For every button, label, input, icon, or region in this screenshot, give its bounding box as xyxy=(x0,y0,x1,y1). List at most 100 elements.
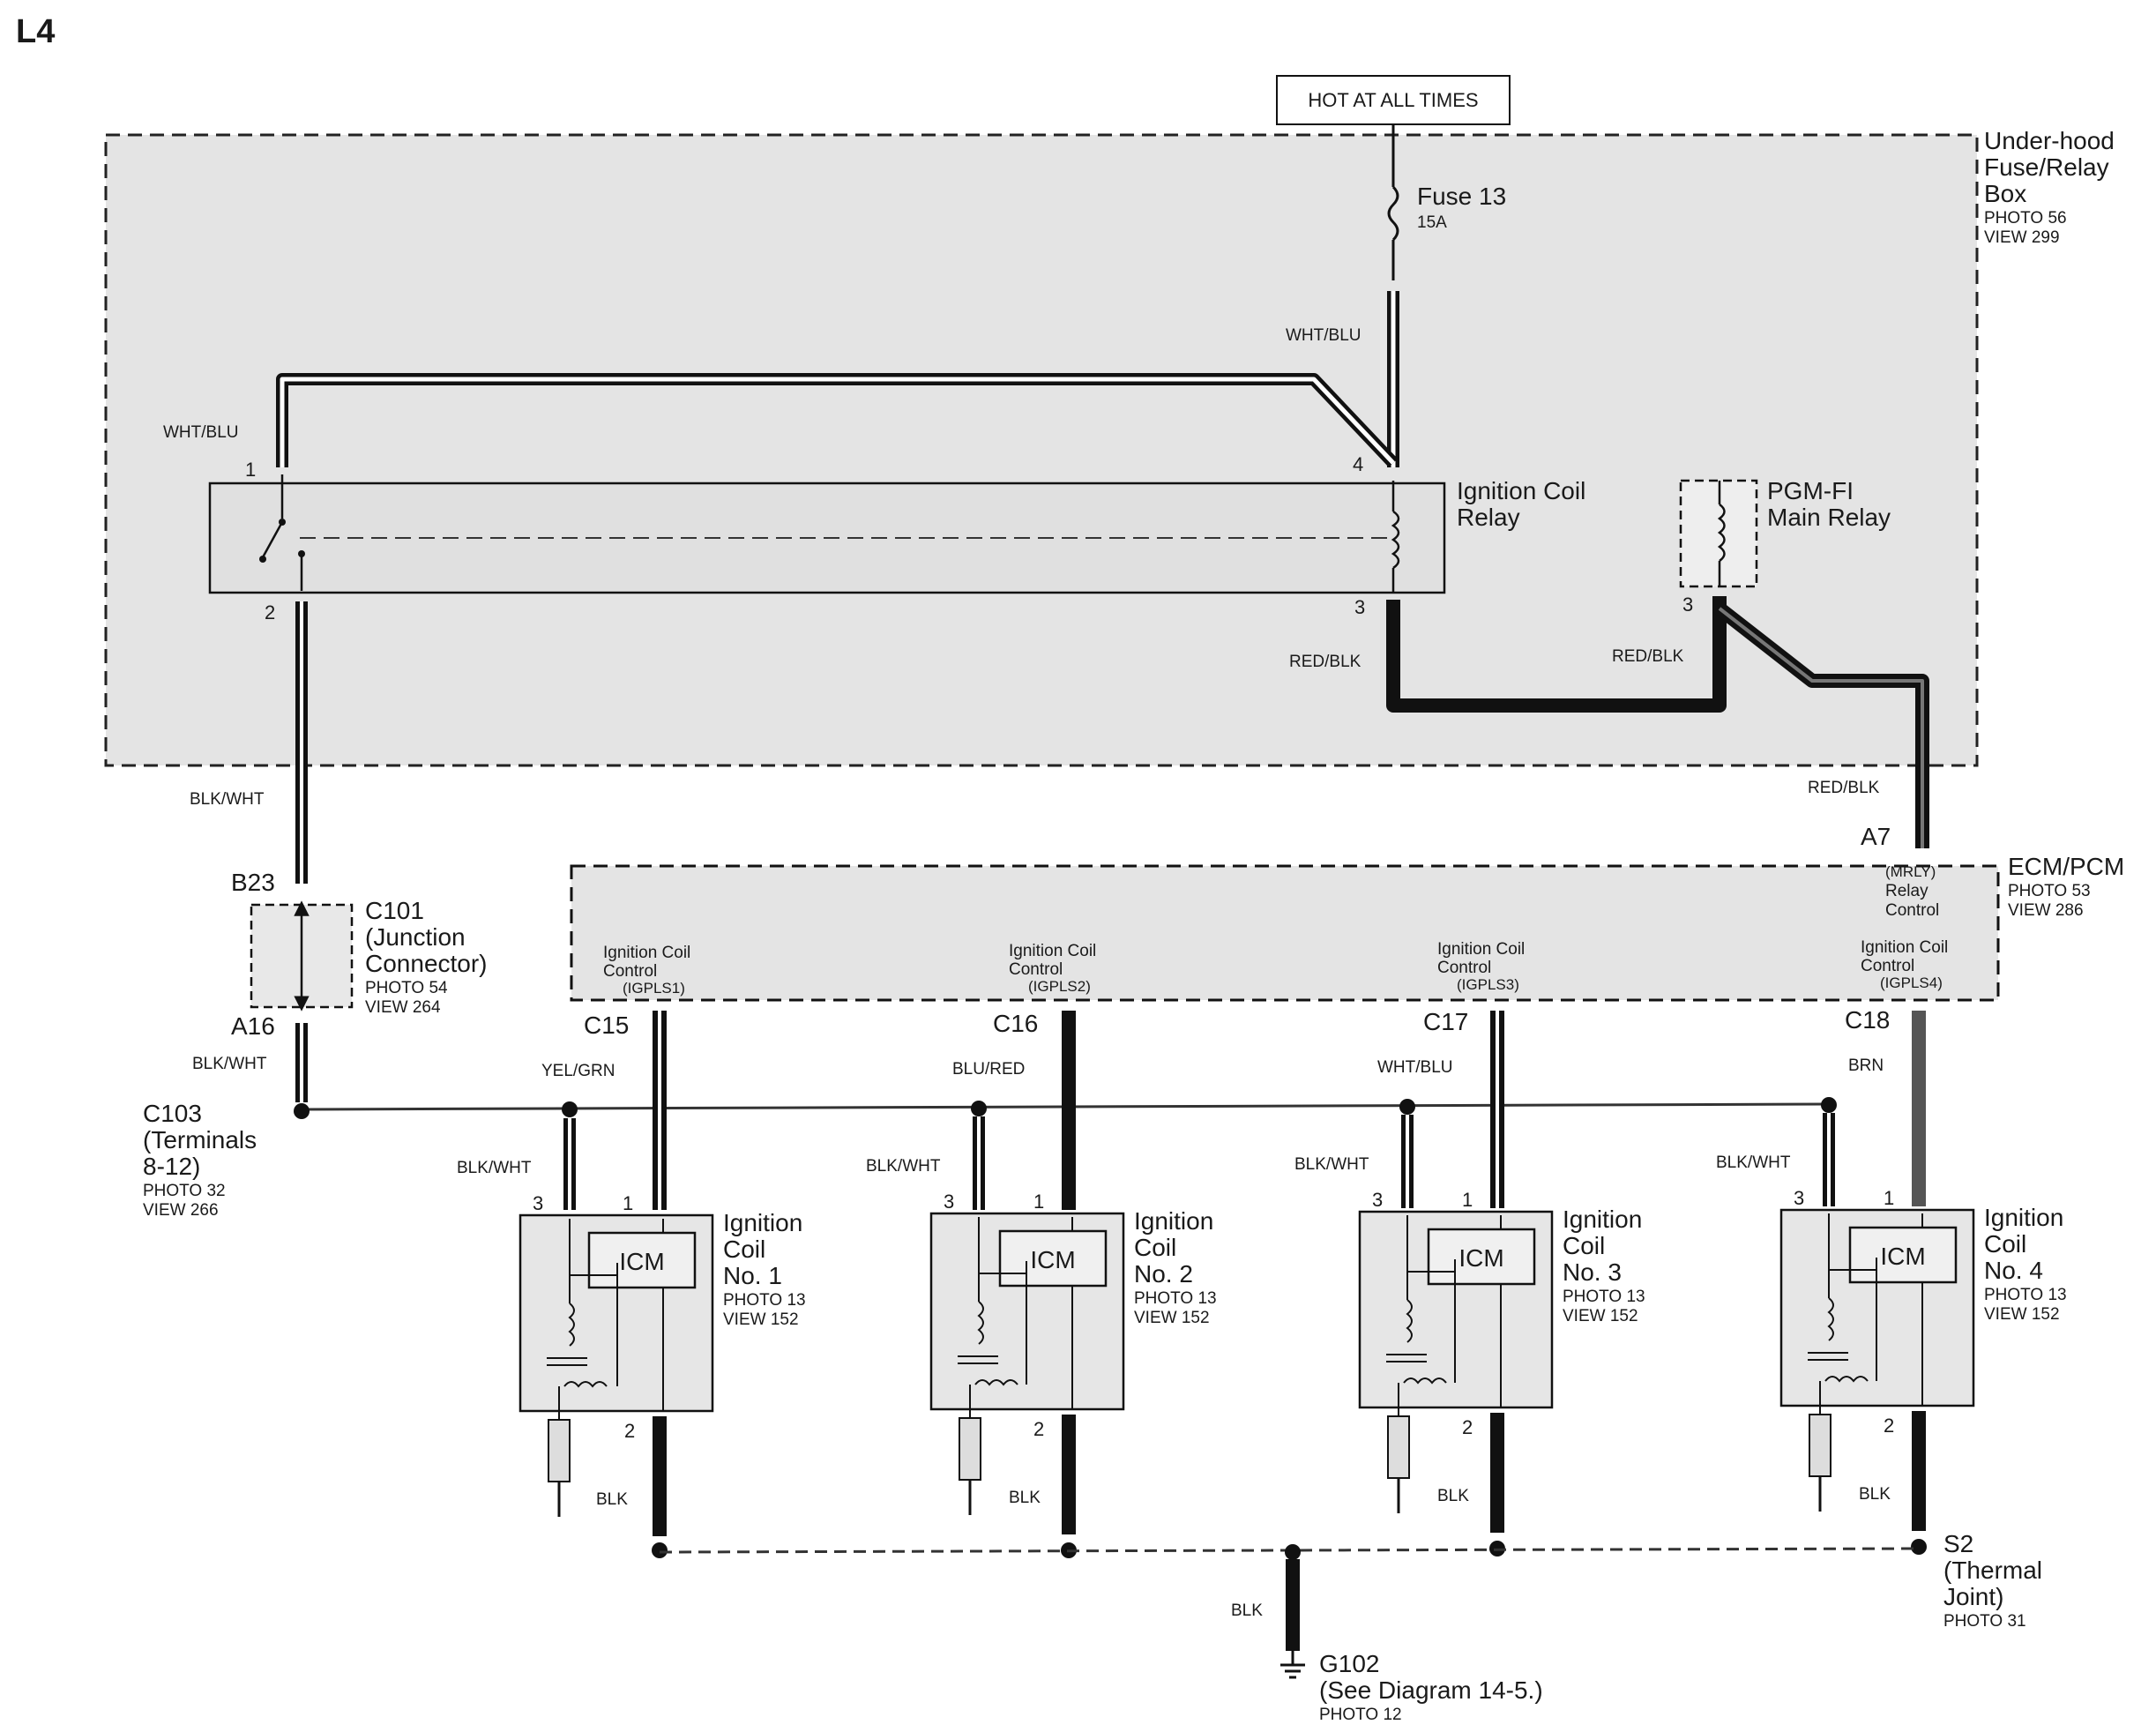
s2-thermal-joint: S2 (Thermal Joint) PHOTO 31 xyxy=(659,1530,2042,1631)
ecm-connector-c18: C18 xyxy=(1845,1006,1890,1034)
wire-label-relay-pin1: WHT/BLU xyxy=(163,423,239,442)
coil-4-view: VIEW 152 xyxy=(1984,1305,2060,1324)
pgm-relay-label-2: Main Relay xyxy=(1767,504,1891,531)
wire-label-fuse-out: WHT/BLU xyxy=(1286,326,1361,345)
ecm-control-4-line3: (IGPLS4) xyxy=(1880,974,1943,991)
g102-label-1: G102 xyxy=(1319,1650,1380,1677)
relay-label-2: Relay xyxy=(1457,504,1520,531)
relay-pin-4: 4 xyxy=(1353,453,1363,475)
c101-junction-connector: B23 A16 C101 (Junction Connector) PHOTO … xyxy=(231,869,488,1040)
coil-4-feed-wire: BLK/WHT xyxy=(1716,1153,1791,1172)
coil-4-module: ICM xyxy=(1880,1243,1925,1270)
ecm-control-1-line1: Ignition Coil xyxy=(603,944,690,962)
wire-label-c101-out: BLK/WHT xyxy=(192,1055,267,1073)
coil-4-pin-1: 1 xyxy=(1884,1187,1894,1209)
fuse-box-label-2: Fuse/Relay xyxy=(1984,153,2109,181)
fuse-rating: 15A xyxy=(1417,213,1447,232)
relay-pin-1: 1 xyxy=(245,459,256,481)
power-source: HOT AT ALL TIMES xyxy=(1276,75,1511,187)
relay-pin-3: 3 xyxy=(1354,596,1365,618)
relay-pin-2: 2 xyxy=(265,601,275,623)
g102-label-2: (See Diagram 14-5.) xyxy=(1319,1676,1543,1704)
ecm-connector-c15: C15 xyxy=(584,1012,629,1039)
c101-photo: PHOTO 54 xyxy=(365,979,448,997)
ecm-control-2-line3: (IGPLS2) xyxy=(1028,978,1091,995)
ecm-connector-c16: C16 xyxy=(993,1010,1038,1037)
ignition-coil-relay: Ignition Coil Relay 1 2 3 4 xyxy=(208,453,1585,623)
c103-view: VIEW 266 xyxy=(143,1201,219,1220)
coil-2-photo: PHOTO 13 xyxy=(1134,1289,1217,1308)
coil-4-pin-3: 3 xyxy=(1794,1187,1804,1209)
c101-pin-top: B23 xyxy=(231,869,275,896)
coil-4-photo: PHOTO 13 xyxy=(1984,1286,2067,1304)
s2-label-1: S2 xyxy=(1943,1530,1973,1557)
coil-1-pin-2: 2 xyxy=(624,1420,635,1442)
ecm-view: VIEW 286 xyxy=(2008,901,2084,920)
coil-2-label-1: Ignition xyxy=(1134,1207,1213,1235)
c101-pin-bottom: A16 xyxy=(231,1012,275,1040)
coil-3-label-1: Ignition xyxy=(1563,1206,1642,1233)
coil-2-label-2: Coil xyxy=(1134,1234,1176,1261)
coil-2-pin-1: 1 xyxy=(1033,1191,1044,1213)
fuse-box-view: VIEW 299 xyxy=(1984,228,2060,247)
c101-label-2: (Junction xyxy=(365,923,466,951)
coil-1-label-1: Ignition xyxy=(723,1209,802,1236)
coil-2-pin-2: 2 xyxy=(1033,1418,1044,1440)
coil-1-module: ICM xyxy=(619,1248,664,1275)
ecm-control-4-line1: Ignition Coil xyxy=(1861,938,1948,957)
coil-2-pin-3: 3 xyxy=(944,1191,954,1213)
wire-label-ctrl-4: BRN xyxy=(1848,1056,1884,1075)
power-source-label: HOT AT ALL TIMES xyxy=(1308,89,1478,111)
coil-1-feed-wire: BLK/WHT xyxy=(457,1159,532,1177)
coil-1-ground-wire: BLK xyxy=(596,1490,628,1509)
g102-wire: BLK xyxy=(1231,1601,1263,1620)
wire-label-ctrl-1: YEL/GRN xyxy=(541,1062,615,1080)
ecm-pcm: ECM/PCM PHOTO 53 VIEW 286 A7 (MRLY) Rela… xyxy=(570,823,2124,1002)
relay-label-1: Ignition Coil xyxy=(1457,477,1585,504)
wire-label-pgm-pin3: RED/BLK xyxy=(1612,647,1684,666)
coil-4-pin-2: 2 xyxy=(1884,1415,1894,1437)
coil-column-3: Ignition Coil Control (IGPLS3) C17 WHT/B… xyxy=(1294,940,1645,1557)
wire-label-relay-pin2: BLK/WHT xyxy=(190,790,265,809)
coil-3-view: VIEW 152 xyxy=(1563,1307,1638,1325)
ecm-pin-a7: A7 xyxy=(1861,823,1891,850)
coil-3-feed-wire: BLK/WHT xyxy=(1294,1155,1369,1174)
ecm-control-3-line3: (IGPLS3) xyxy=(1457,976,1519,993)
ecm-control-3-line1: Ignition Coil xyxy=(1437,940,1525,959)
s2-label-3: Joint) xyxy=(1943,1583,2003,1610)
s2-photo: PHOTO 31 xyxy=(1943,1612,2026,1631)
fuse-box-photo: PHOTO 56 xyxy=(1984,209,2067,228)
coil-1-pin-3: 3 xyxy=(533,1192,543,1214)
coil-3-label-3: No. 3 xyxy=(1563,1258,1622,1286)
s2-label-2: (Thermal xyxy=(1943,1557,2042,1584)
ecm-photo: PHOTO 53 xyxy=(2008,882,2091,900)
coil-1-label-3: No. 1 xyxy=(723,1262,782,1289)
ecm-relay-control-1: (MRLY) xyxy=(1885,863,1936,880)
coil-2-view: VIEW 152 xyxy=(1134,1309,1210,1327)
coil-1-pin-1: 1 xyxy=(623,1192,633,1214)
c101-label-1: C101 xyxy=(365,897,424,924)
ecm-control-2-line1: Ignition Coil xyxy=(1009,942,1096,960)
g102-ground: BLK G102 (See Diagram 14-5.) PHOTO 12 xyxy=(1231,1544,1543,1724)
coil-1-photo: PHOTO 13 xyxy=(723,1291,806,1310)
c103-label-2: (Terminals xyxy=(143,1126,257,1153)
g102-photo: PHOTO 12 xyxy=(1319,1706,1402,1724)
coil-1-view: VIEW 152 xyxy=(723,1310,799,1329)
wire-label-ctrl-2: BLU/RED xyxy=(952,1060,1025,1079)
ecm-control-1-line2: Control xyxy=(603,962,657,981)
wire-red-blk xyxy=(1386,596,1929,848)
pgm-relay-pin-3: 3 xyxy=(1682,594,1693,616)
coil-column-2: Ignition Coil Control (IGPLS2) C16 BLU/R… xyxy=(866,942,1217,1558)
coil-3-pin-3: 3 xyxy=(1372,1189,1383,1211)
coil-3-ground-wire: BLK xyxy=(1437,1487,1469,1505)
c103-label-1: C103 xyxy=(143,1100,202,1127)
coil-2-feed-wire: BLK/WHT xyxy=(866,1157,941,1176)
coil-column-1: Ignition Coil Control (IGPLS1) C15 YEL/G… xyxy=(457,944,806,1558)
pgm-relay-label-1: PGM-FI xyxy=(1767,477,1854,504)
ecm-control-3-line2: Control xyxy=(1437,959,1491,977)
c101-label-3: Connector) xyxy=(365,950,488,977)
ecm-label: ECM/PCM xyxy=(2008,853,2124,880)
c101-view: VIEW 264 xyxy=(365,998,441,1017)
wire-label-relay-pin3: RED/BLK xyxy=(1289,653,1361,671)
